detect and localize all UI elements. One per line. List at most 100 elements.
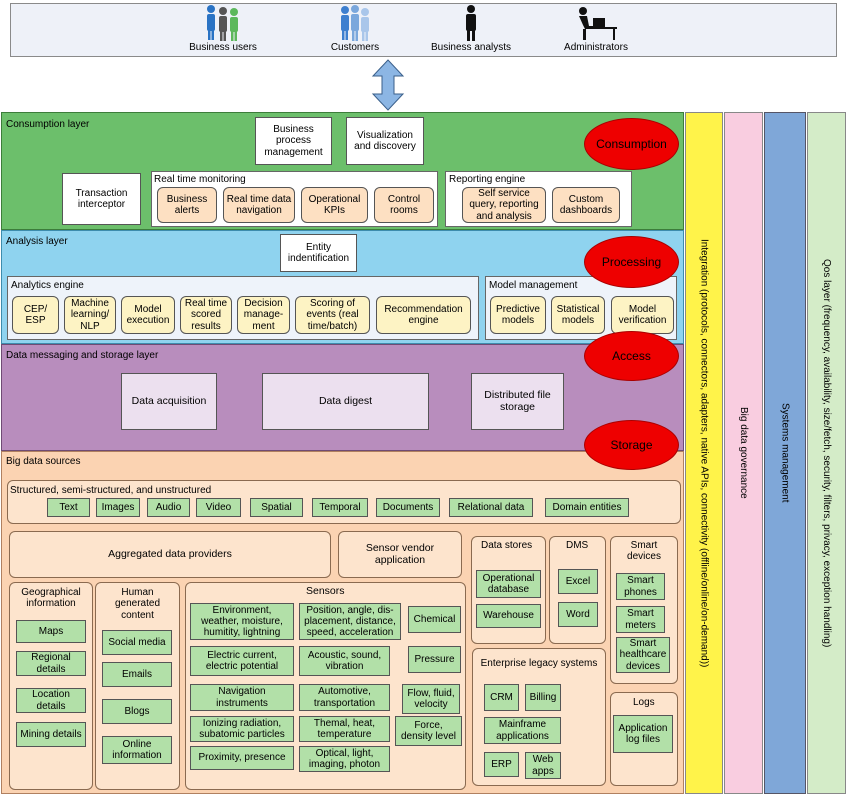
- crm-box: CRM: [484, 684, 519, 711]
- type-video-box: Video: [196, 498, 241, 517]
- geo-title: Geographical information: [21, 586, 81, 609]
- erp-box: ERP: [484, 752, 519, 777]
- reporting-engine-title: Reporting engine: [449, 174, 526, 185]
- machine-learning-box: Machine learning/ NLP: [64, 296, 116, 334]
- data-acquisition-box: Data acquisition: [121, 373, 217, 430]
- sensor-thermal-box: Themal, heat, temperature: [299, 716, 390, 742]
- customers-icon: [341, 5, 369, 41]
- processing-oval: Processing: [584, 236, 679, 288]
- consumption-oval: Consumption: [584, 118, 679, 170]
- recommendation-engine-box: Recommendation engine: [376, 296, 471, 334]
- storage-oval: Storage: [584, 420, 679, 470]
- blogs-box: Blogs: [102, 699, 172, 724]
- customers-label: Customers: [330, 42, 380, 53]
- online-information-box: Online information: [102, 736, 172, 764]
- decision-management-box: Decision manage-ment: [237, 296, 290, 334]
- analytics-engine-title: Analytics engine: [11, 280, 84, 291]
- maps-box: Maps: [16, 620, 86, 643]
- data-digest-box: Data digest: [262, 373, 429, 430]
- sensor-electric-box: Electric current, electric potential: [190, 646, 294, 676]
- operational-kpis-box: Operational KPIs: [301, 187, 368, 223]
- mainframe-applications-box: Mainframe applications: [484, 717, 561, 744]
- mining-details-box: Mining details: [16, 722, 86, 747]
- web-apps-box: Web apps: [525, 752, 561, 779]
- double-arrow-icon: [371, 59, 405, 111]
- type-domain-entities-box: Domain entities: [545, 498, 629, 517]
- business-alerts-box: Business alerts: [157, 187, 217, 223]
- messaging-layer: [1, 344, 684, 451]
- qos-column: Qos layer (frequency, availability, size…: [807, 112, 846, 794]
- enterprise-legacy-title: Enterprise legacy systems: [480, 658, 598, 670]
- business-users-icon: [207, 5, 238, 41]
- type-images-box: Images: [96, 498, 140, 517]
- business-analysts-label: Business analysts: [430, 42, 512, 53]
- integration-label: Integration (protocols, connectors, adap…: [698, 238, 710, 668]
- self-service-query-box: Self service query, reporting and analys…: [462, 187, 546, 223]
- custom-dashboards-box: Custom dashboards: [552, 187, 620, 223]
- business-users-label: Business users: [189, 42, 257, 53]
- type-documents-box: Documents: [376, 498, 440, 517]
- billing-box: Billing: [525, 684, 561, 711]
- transaction-interceptor-box: Transaction interceptor: [62, 173, 141, 225]
- messaging-layer-title: Data messaging and storage layer: [6, 350, 159, 361]
- smart-healthcare-devices-box: Smart healthcare devices: [616, 637, 670, 673]
- business-users-group: Business users: [168, 4, 278, 53]
- administrator-at-desk-icon: [579, 7, 617, 40]
- sensors-title: Sensors: [306, 585, 345, 597]
- bpm-box: Business process management: [255, 117, 332, 165]
- emails-box: Emails: [102, 662, 172, 687]
- consumption-layer-title: Consumption layer: [6, 119, 90, 130]
- structured-title: Structured, semi-structured, and unstruc…: [10, 485, 212, 496]
- smart-meters-box: Smart meters: [616, 606, 665, 633]
- sensor-flow-box: Flow, fluid, velocity: [402, 684, 460, 714]
- entity-identification-box: Entity indentification: [280, 234, 357, 272]
- visualization-box: Visualization and discovery: [346, 117, 424, 165]
- distributed-file-storage-box: Distributed file storage: [471, 373, 564, 430]
- model-verification-box: Model verification: [611, 296, 674, 334]
- dms-title: DMS: [566, 540, 589, 551]
- warehouse-box: Warehouse: [476, 604, 541, 628]
- business-analysts-group: Business analysts: [416, 4, 526, 53]
- control-rooms-box: Control rooms: [374, 187, 434, 223]
- operational-database-box: Operational database: [476, 570, 541, 598]
- sensor-environment-box: Environment, weather, moisture, humitity…: [190, 603, 294, 640]
- real-time-scored-results-box: Real time scored results: [180, 296, 232, 334]
- human-content-title: Human generated content: [114, 587, 161, 621]
- systems-management-label: Systems management: [779, 403, 791, 503]
- sensor-chemical-box: Chemical: [408, 606, 461, 633]
- analysis-layer-title: Analysis layer: [6, 236, 68, 247]
- smart-phones-box: Smart phones: [616, 573, 665, 600]
- type-temporal-box: Temporal: [312, 498, 368, 517]
- cep-esp-box: CEP/ ESP: [12, 296, 59, 334]
- sources-layer-title: Big data sources: [6, 456, 81, 467]
- sensor-ionizing-box: Ionizing radiation, subatomic particles: [190, 716, 294, 742]
- aggregated-data-providers-box: Aggregated data providers: [9, 531, 331, 578]
- sensor-navigation-box: Navigation instruments: [190, 684, 294, 711]
- model-execution-box: Model execution: [121, 296, 175, 334]
- word-box: Word: [558, 602, 598, 627]
- systems-management-column: Systems management: [764, 112, 806, 794]
- geo-group: [9, 582, 93, 790]
- type-text-box: Text: [47, 498, 90, 517]
- sensor-acoustic-box: Acoustic, sound, vibration: [299, 646, 390, 676]
- sensor-automotive-box: Automotive, transportation: [299, 684, 390, 711]
- model-management-title: Model management: [489, 280, 578, 291]
- type-relational-data-box: Relational data: [449, 498, 533, 517]
- sensor-optical-box: Optical, light, imaging, photon: [299, 746, 390, 772]
- qos-label: Qos layer (frequency, availability, size…: [821, 258, 832, 648]
- statistical-models-box: Statistical models: [551, 296, 605, 334]
- access-oval: Access: [584, 331, 679, 381]
- predictive-models-box: Predictive models: [490, 296, 546, 334]
- type-audio-box: Audio: [147, 498, 190, 517]
- sensor-force-box: Force, density level: [395, 716, 462, 746]
- governance-column: Big data governance: [724, 112, 763, 794]
- sensor-proximity-box: Proximity, presence: [190, 746, 294, 770]
- application-log-files-box: Application log files: [613, 715, 673, 753]
- excel-box: Excel: [558, 569, 598, 594]
- logs-title: Logs: [633, 697, 655, 708]
- location-details-box: Location details: [16, 688, 86, 713]
- scoring-of-events-box: Scoring of events (real time/batch): [295, 296, 370, 334]
- administrators-group: Administrators: [541, 4, 651, 53]
- rtm-title: Real time monitoring: [154, 174, 246, 185]
- sensor-pressure-box: Pressure: [408, 646, 461, 673]
